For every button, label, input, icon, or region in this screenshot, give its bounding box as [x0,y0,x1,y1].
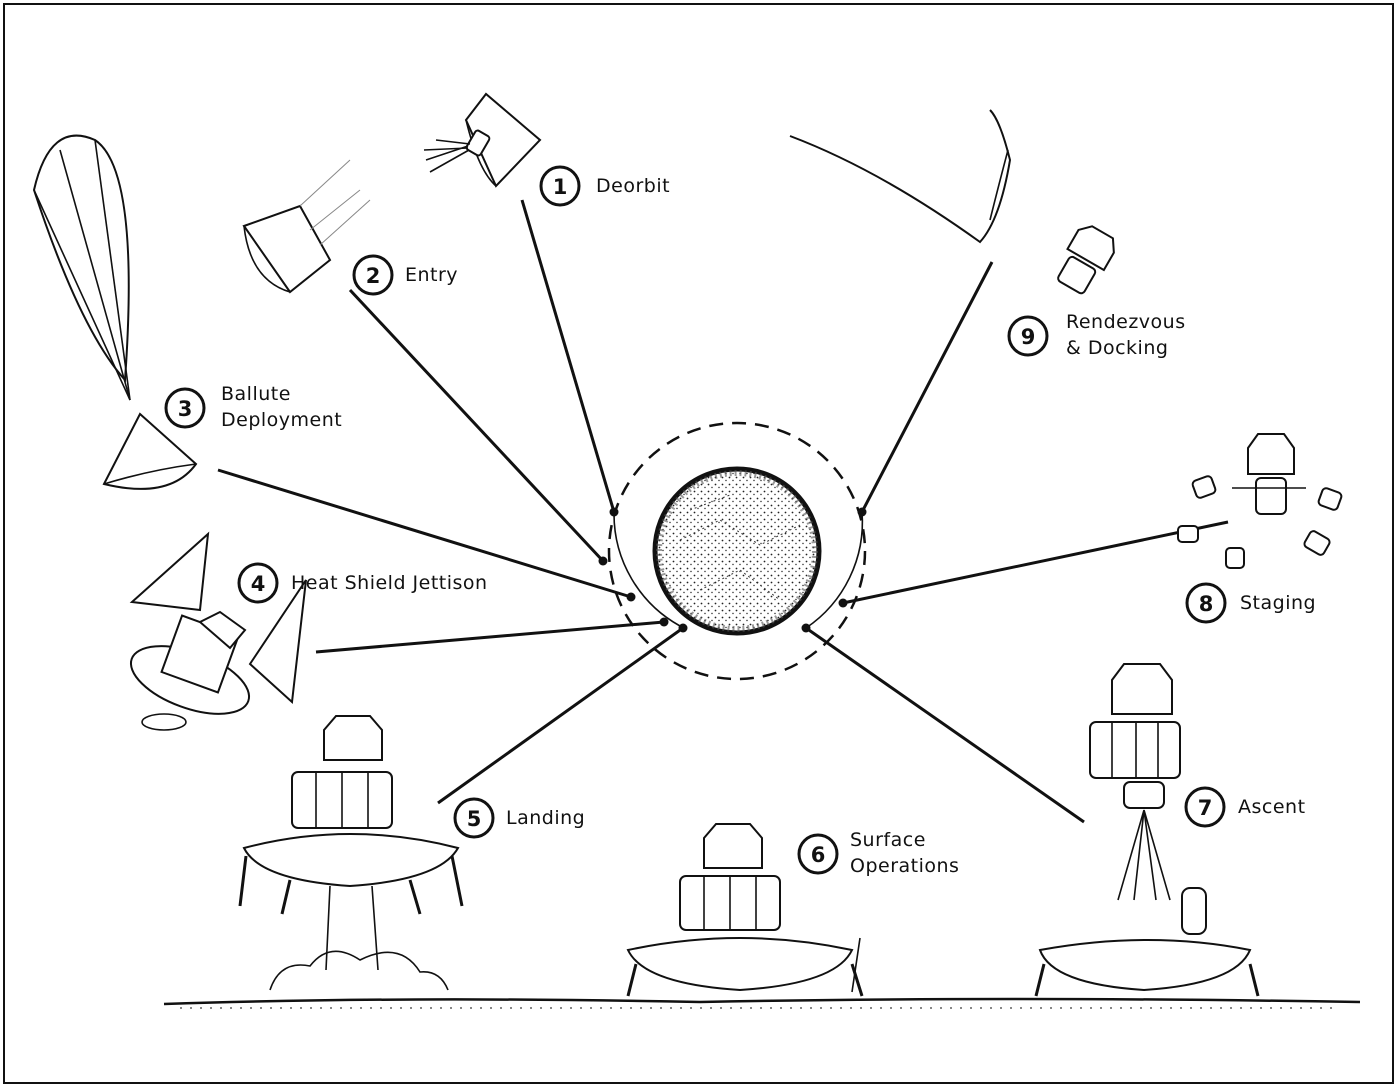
step-number: 2 [366,264,381,288]
step-5-landing: 5 Landing [455,799,585,837]
planet-moon-body [655,469,819,633]
step-number: 9 [1021,325,1036,349]
ground-line [164,999,1360,1004]
step-8-staging: 8 Staging [1187,584,1316,622]
connector-deorbit [522,200,614,512]
connector-ascent [806,628,1084,822]
connector-heat-shield [316,622,664,652]
step-label-line2: & Docking [1066,337,1168,359]
rendezvous-docking-icon [790,110,1120,298]
step-label-line1: Rendezvous [1066,311,1186,333]
connector-entry [350,290,603,561]
step-number: 4 [251,572,266,596]
step-6-surface-operations: 6 Surface Operations [799,829,959,877]
step-9-rendezvous-docking: 9 Rendezvous & Docking [1009,311,1186,359]
ballute-deployment-icon [34,136,196,489]
step-label: Entry [405,264,458,286]
connector-rendezvous [862,262,992,512]
step-label: Staging [1240,592,1316,614]
step-label-line1: Surface [850,829,926,851]
step-number: 7 [1198,796,1213,820]
entry-capsule-icon [244,160,370,292]
step-label: Heat Shield Jettison [291,572,488,594]
step-3-ballute-deployment: 3 Ballute Deployment [166,383,342,431]
step-4-heat-shield-jettison: 4 Heat Shield Jettison [239,564,488,602]
connector-staging [843,522,1228,603]
deorbit-capsule-icon [424,94,540,186]
step-number: 6 [811,843,826,867]
staging-vehicle-icon [1178,434,1342,568]
step-label: Deorbit [596,175,670,197]
step-number: 1 [553,175,568,199]
step-1-deorbit: 1 Deorbit [541,167,670,205]
step-label: Landing [506,807,585,829]
heat-shield-jettison-icon [122,534,306,730]
step-2-entry: 2 Entry [354,256,458,294]
landing-vehicle-icon [240,716,462,990]
step-7-ascent: 7 Ascent [1186,788,1306,826]
step-label-line2: Deployment [221,409,342,431]
ascent-vehicle-icon [1036,664,1258,996]
step-number: 3 [178,397,193,421]
connector-landing [438,628,683,803]
step-number: 8 [1199,592,1214,616]
step-label-line1: Ballute [221,383,291,405]
step-number: 5 [467,807,482,831]
step-label: Ascent [1238,796,1306,818]
step-label-line2: Operations [850,855,959,877]
